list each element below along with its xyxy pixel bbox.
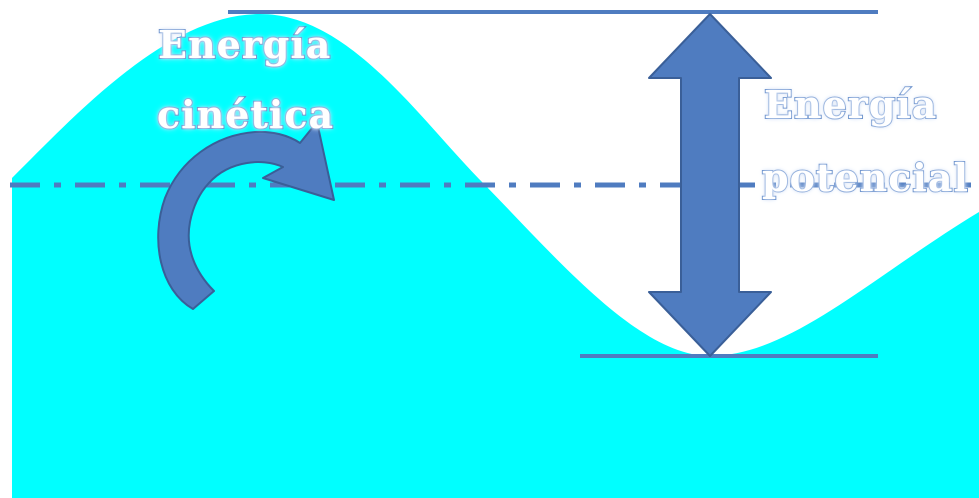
kinetic-energy-label-line1: Energía [157, 22, 332, 67]
potential-energy-label-line2: potencial [761, 155, 969, 200]
double-headed-arrow-icon [648, 13, 772, 357]
potential-energy-label-line1: Energía [763, 82, 938, 127]
kinetic-energy-label-line2: cinética [156, 92, 335, 137]
curved-arrow-icon [157, 121, 335, 310]
